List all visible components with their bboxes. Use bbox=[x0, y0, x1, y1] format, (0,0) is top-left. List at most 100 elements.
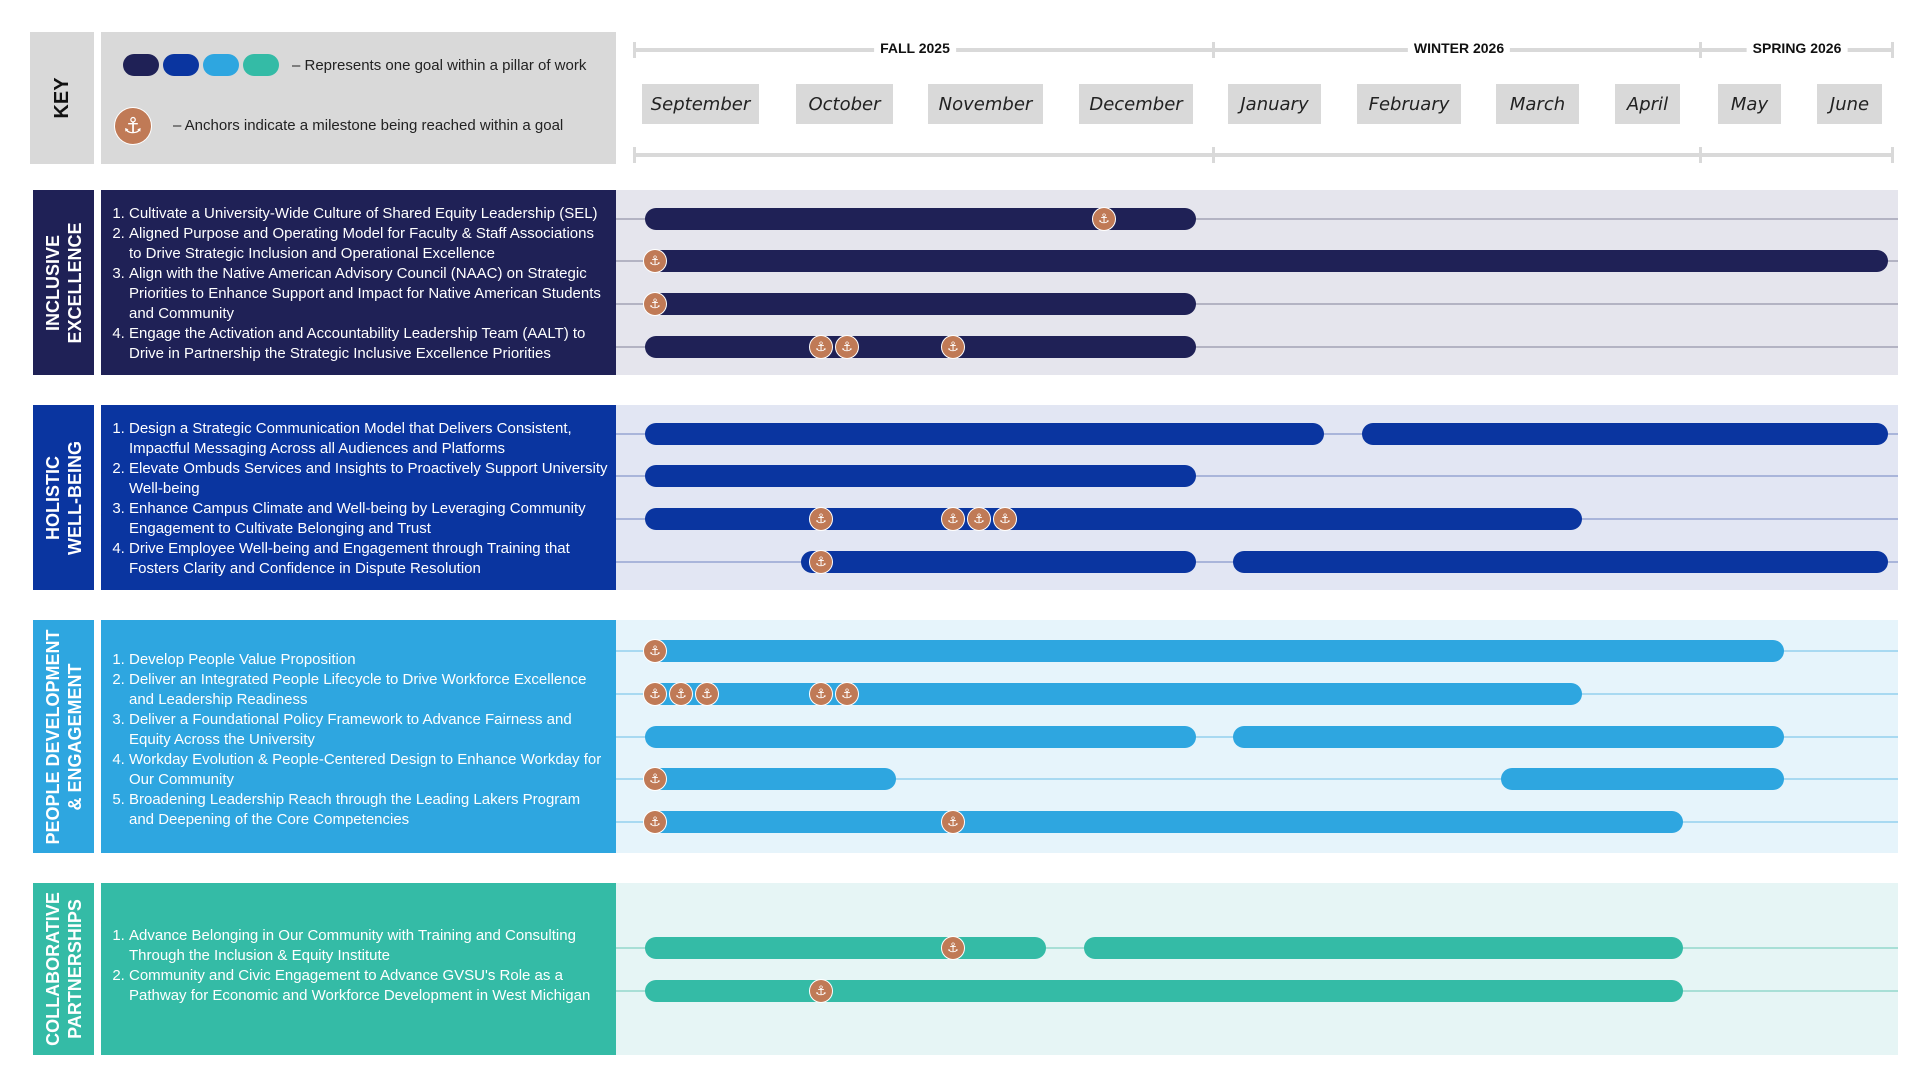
anchor-icon: ⚓ bbox=[942, 937, 964, 959]
goal-swatch bbox=[123, 54, 159, 76]
anchor-icon: ⚓ bbox=[994, 508, 1016, 530]
key-goal-text: – Represents one goal within a pillar of… bbox=[292, 57, 587, 74]
month-february: February bbox=[1357, 84, 1461, 124]
key-legend: – Represents one goal within a pillar of… bbox=[101, 32, 616, 164]
goal-list: Develop People Value PropositionDeliver … bbox=[101, 650, 608, 830]
goal-swatch bbox=[243, 54, 279, 76]
anchor-icon: ⚓ bbox=[836, 683, 858, 705]
month-march: March bbox=[1496, 84, 1579, 124]
season-tick bbox=[633, 42, 636, 58]
goal-item: Design a Strategic Communication Model t… bbox=[129, 419, 608, 459]
goal-bar bbox=[645, 293, 1196, 315]
goal-bar bbox=[645, 683, 1582, 705]
month-november: November bbox=[928, 84, 1043, 124]
month-april: April bbox=[1615, 84, 1680, 124]
goal-item: Aligned Purpose and Operating Model for … bbox=[129, 224, 608, 264]
goal-bar bbox=[645, 937, 1046, 959]
goal-bar bbox=[1233, 726, 1784, 748]
goal-bar bbox=[645, 640, 1784, 662]
track-guide-line bbox=[616, 778, 1898, 780]
anchor-icon: ⚓ bbox=[115, 108, 151, 144]
goal-item: Cultivate a University-Wide Culture of S… bbox=[129, 204, 608, 224]
season-label: WINTER 2026 bbox=[1407, 40, 1511, 56]
season-label: SPRING 2026 bbox=[1746, 40, 1848, 56]
goal-list: Advance Belonging in Our Community with … bbox=[101, 926, 608, 1006]
goal-swatch bbox=[163, 54, 199, 76]
pillar-timeline-collaborative-partnerships bbox=[616, 883, 1898, 1055]
goal-bar bbox=[1233, 551, 1888, 573]
goal-bar bbox=[1501, 768, 1784, 790]
goal-list: Cultivate a University-Wide Culture of S… bbox=[101, 204, 608, 364]
anchor-icon: ⚓ bbox=[810, 551, 832, 573]
pillar-title-line: PEOPLE DEVELOPMENT bbox=[42, 628, 63, 845]
month-december: December bbox=[1079, 84, 1193, 124]
goal-list: Design a Strategic Communication Model t… bbox=[101, 419, 608, 579]
anchor-icon: ⚓ bbox=[644, 250, 666, 272]
anchor-icon: ⚓ bbox=[810, 508, 832, 530]
goal-item: Enhance Campus Climate and Well-being by… bbox=[129, 499, 608, 539]
pillar-title-line: EXCELLENCE bbox=[64, 221, 85, 344]
goal-item: Align with the Native American Advisory … bbox=[129, 264, 608, 324]
season-rule-top bbox=[633, 48, 1894, 52]
month-january: January bbox=[1228, 84, 1321, 124]
pillar-title-line: PARTNERSHIPS bbox=[64, 899, 85, 1039]
track-guide-line bbox=[616, 475, 1898, 477]
goal-swatch bbox=[203, 54, 239, 76]
pillar-goals-collaborative-partnerships: Advance Belonging in Our Community with … bbox=[101, 883, 616, 1055]
anchor-icon: ⚓ bbox=[696, 683, 718, 705]
key-anchor-text: – Anchors indicate a milestone being rea… bbox=[173, 117, 564, 134]
pillar-goals-holistic-well-being: Design a Strategic Communication Model t… bbox=[101, 405, 616, 590]
anchor-icon: ⚓ bbox=[644, 640, 666, 662]
anchor-icon: ⚓ bbox=[644, 293, 666, 315]
anchor-icon: ⚓ bbox=[810, 336, 832, 358]
month-may: May bbox=[1718, 84, 1781, 124]
goal-bar bbox=[645, 811, 1683, 833]
goal-item: Broadening Leadership Reach through the … bbox=[129, 790, 608, 830]
goal-item: Drive Employee Well-being and Engagement… bbox=[129, 539, 608, 579]
key-label: KEY bbox=[51, 77, 73, 119]
pillar-title-line: & ENGAGEMENT bbox=[64, 662, 85, 811]
anchor-icon: ⚓ bbox=[836, 336, 858, 358]
season-rule-bottom bbox=[633, 153, 1894, 157]
anchor-icon: ⚓ bbox=[942, 336, 964, 358]
month-september: September bbox=[642, 84, 759, 124]
season-label: FALL 2025 bbox=[874, 40, 956, 56]
goal-bar bbox=[801, 551, 1196, 573]
pillar-title-line: INCLUSIVE bbox=[42, 234, 63, 331]
goal-bar bbox=[1362, 423, 1888, 445]
track-guide-line bbox=[616, 218, 1898, 220]
goal-item: Deliver an Integrated People Lifecycle t… bbox=[129, 670, 608, 710]
anchor-icon: ⚓ bbox=[644, 768, 666, 790]
season-tick bbox=[1891, 42, 1894, 58]
anchor-icon: ⚓ bbox=[968, 508, 990, 530]
season-tick bbox=[1699, 42, 1702, 58]
pillar-title-line: WELL-BEING bbox=[64, 440, 85, 555]
goal-bar bbox=[645, 423, 1324, 445]
anchor-icon: ⚓ bbox=[670, 683, 692, 705]
track-guide-line bbox=[616, 346, 1898, 348]
season-tick bbox=[1212, 42, 1215, 58]
anchor-icon: ⚓ bbox=[810, 683, 832, 705]
goal-item: Develop People Value Proposition bbox=[129, 650, 608, 670]
pillar-label-people-development-engagement: PEOPLE DEVELOPMENT& ENGAGEMENT bbox=[33, 620, 94, 853]
month-october: October bbox=[796, 84, 893, 124]
season-tick bbox=[633, 147, 636, 163]
goal-bar bbox=[645, 250, 1888, 272]
goal-item: Community and Civic Engagement to Advanc… bbox=[129, 966, 608, 1006]
key-label-box: KEY bbox=[30, 32, 94, 164]
pillar-goals-inclusive-excellence: Cultivate a University-Wide Culture of S… bbox=[101, 190, 616, 375]
goal-item: Elevate Ombuds Services and Insights to … bbox=[129, 459, 608, 499]
pillar-title-line: COLLABORATIVE bbox=[42, 892, 63, 1046]
goal-item: Engage the Activation and Accountability… bbox=[129, 324, 608, 364]
anchor-icon: ⚓ bbox=[644, 811, 666, 833]
anchor-icon: ⚓ bbox=[1093, 208, 1115, 230]
goal-item: Deliver a Foundational Policy Framework … bbox=[129, 710, 608, 750]
pillar-goals-people-development-engagement: Develop People Value PropositionDeliver … bbox=[101, 620, 616, 853]
anchor-icon: ⚓ bbox=[942, 811, 964, 833]
pillar-title: PEOPLE DEVELOPMENT& ENGAGEMENT bbox=[42, 629, 86, 844]
season-tick bbox=[1699, 147, 1702, 163]
